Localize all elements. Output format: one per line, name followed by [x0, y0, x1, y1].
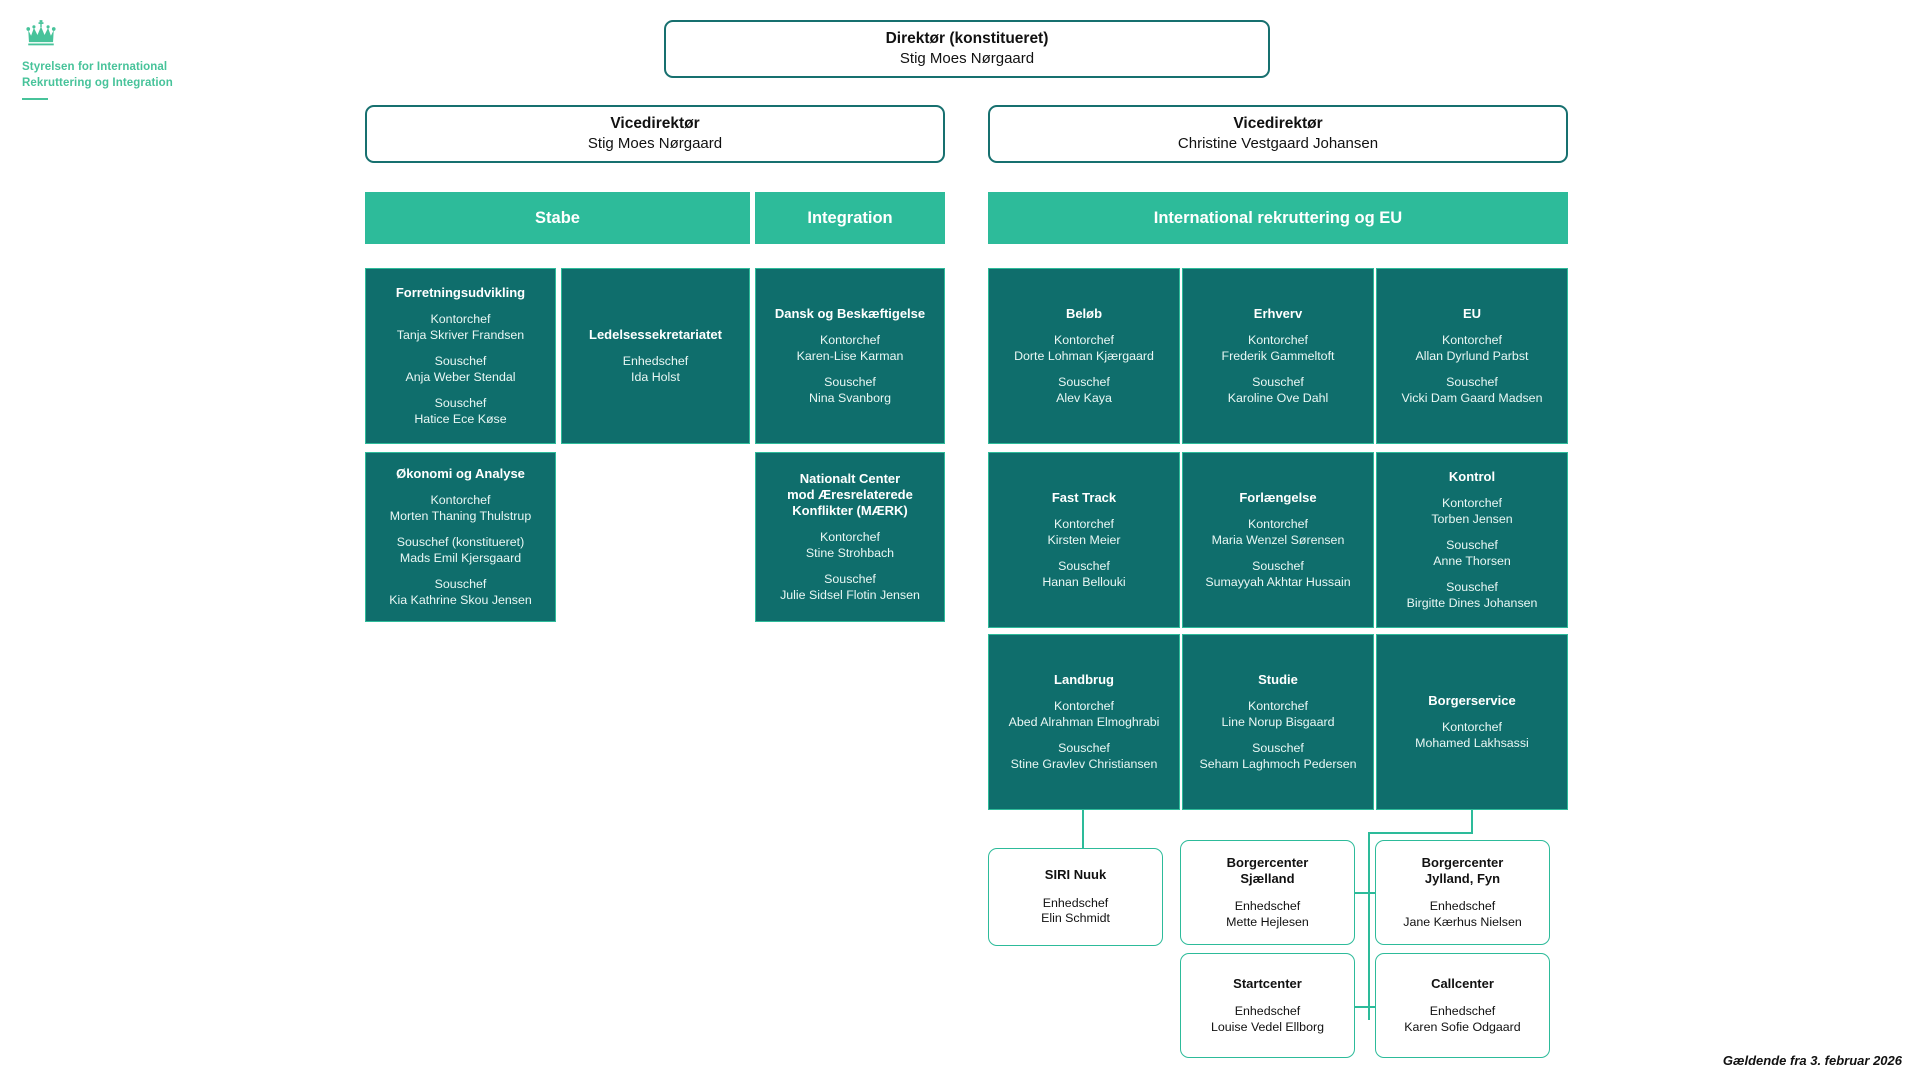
crown-icon: [26, 20, 56, 46]
director-name: Stig Moes Nørgaard: [899, 50, 1035, 68]
logo-text: Styrelsen for International Rekruttering…: [22, 60, 242, 91]
center-title: Callcenter: [1431, 975, 1494, 991]
vicedirector-left-box[interactable]: Vicedirektør Stig Moes Nørgaard: [365, 105, 945, 163]
connector-borgerservice-spine: [1368, 832, 1370, 1020]
center-title: Startcenter: [1233, 975, 1302, 991]
connector-landbrug-siri: [1082, 810, 1084, 848]
logo-underline: [22, 98, 48, 101]
unit-title: Fast Track: [1051, 489, 1117, 505]
unit-title: Landbrug: [1054, 671, 1114, 687]
unit-title: Forlængelse: [1239, 489, 1317, 505]
director-title: Direktør (konstitueret): [885, 30, 1049, 48]
connector-borgerservice-down: [1471, 810, 1473, 834]
vicedirector-right-name: Christine Vestgaard Johansen: [1177, 135, 1379, 153]
section-header-integration[interactable]: Integration: [755, 192, 945, 244]
unit-title: Økonomi og Analyse: [396, 465, 525, 481]
unit-title: Borgerservice: [1428, 692, 1516, 708]
logo-line-2: Rekruttering og Integration: [22, 76, 173, 89]
unit-title: Beløb: [1065, 305, 1103, 321]
unit-title: Erhverv: [1253, 305, 1303, 321]
section-header-stabe[interactable]: Stabe: [365, 192, 750, 244]
vicedirector-left-title: Vicedirektør: [610, 115, 700, 133]
unit-title: Kontrol: [1448, 468, 1496, 484]
unit-title: EU: [1462, 305, 1482, 321]
vicedirector-right-box[interactable]: Vicedirektør Christine Vestgaard Johanse…: [988, 105, 1568, 163]
unit-maerk[interactable]: Nationalt Center mod Æresrelaterede Konf…: [755, 452, 945, 622]
logo-line-1: Styrelsen for International: [22, 61, 168, 73]
section-header-international[interactable]: International rekruttering og EU: [988, 192, 1568, 244]
validity-footer: Gældende fra 3. februar 2026: [1722, 1053, 1902, 1068]
center-title: Borgercenter Sjælland: [1226, 854, 1309, 886]
director-box[interactable]: Direktør (konstitueret) Stig Moes Nørgaa…: [664, 20, 1270, 78]
unit-title: Studie: [1258, 671, 1298, 687]
unit-role: Souschef (konstitueret)Mads Emil Kjersga…: [396, 535, 525, 565]
center-title: SIRI Nuuk: [1044, 867, 1107, 883]
unit-title: Dansk og Beskæftigelse: [774, 305, 926, 321]
unit-title: Ledelsessekretariatet: [589, 326, 722, 342]
vicedirector-left-name: Stig Moes Nørgaard: [587, 135, 723, 153]
unit-title: Forretningsudvikling: [395, 284, 526, 300]
unit-title: Nationalt Center mod Æresrelaterede Konf…: [787, 470, 913, 519]
agency-logo: Styrelsen for International Rekruttering…: [22, 18, 242, 101]
vicedirector-right-title: Vicedirektør: [1233, 115, 1323, 133]
center-title: Borgercenter Jylland, Fyn: [1421, 854, 1504, 886]
connector-borgerservice-horizontal: [1368, 832, 1473, 834]
